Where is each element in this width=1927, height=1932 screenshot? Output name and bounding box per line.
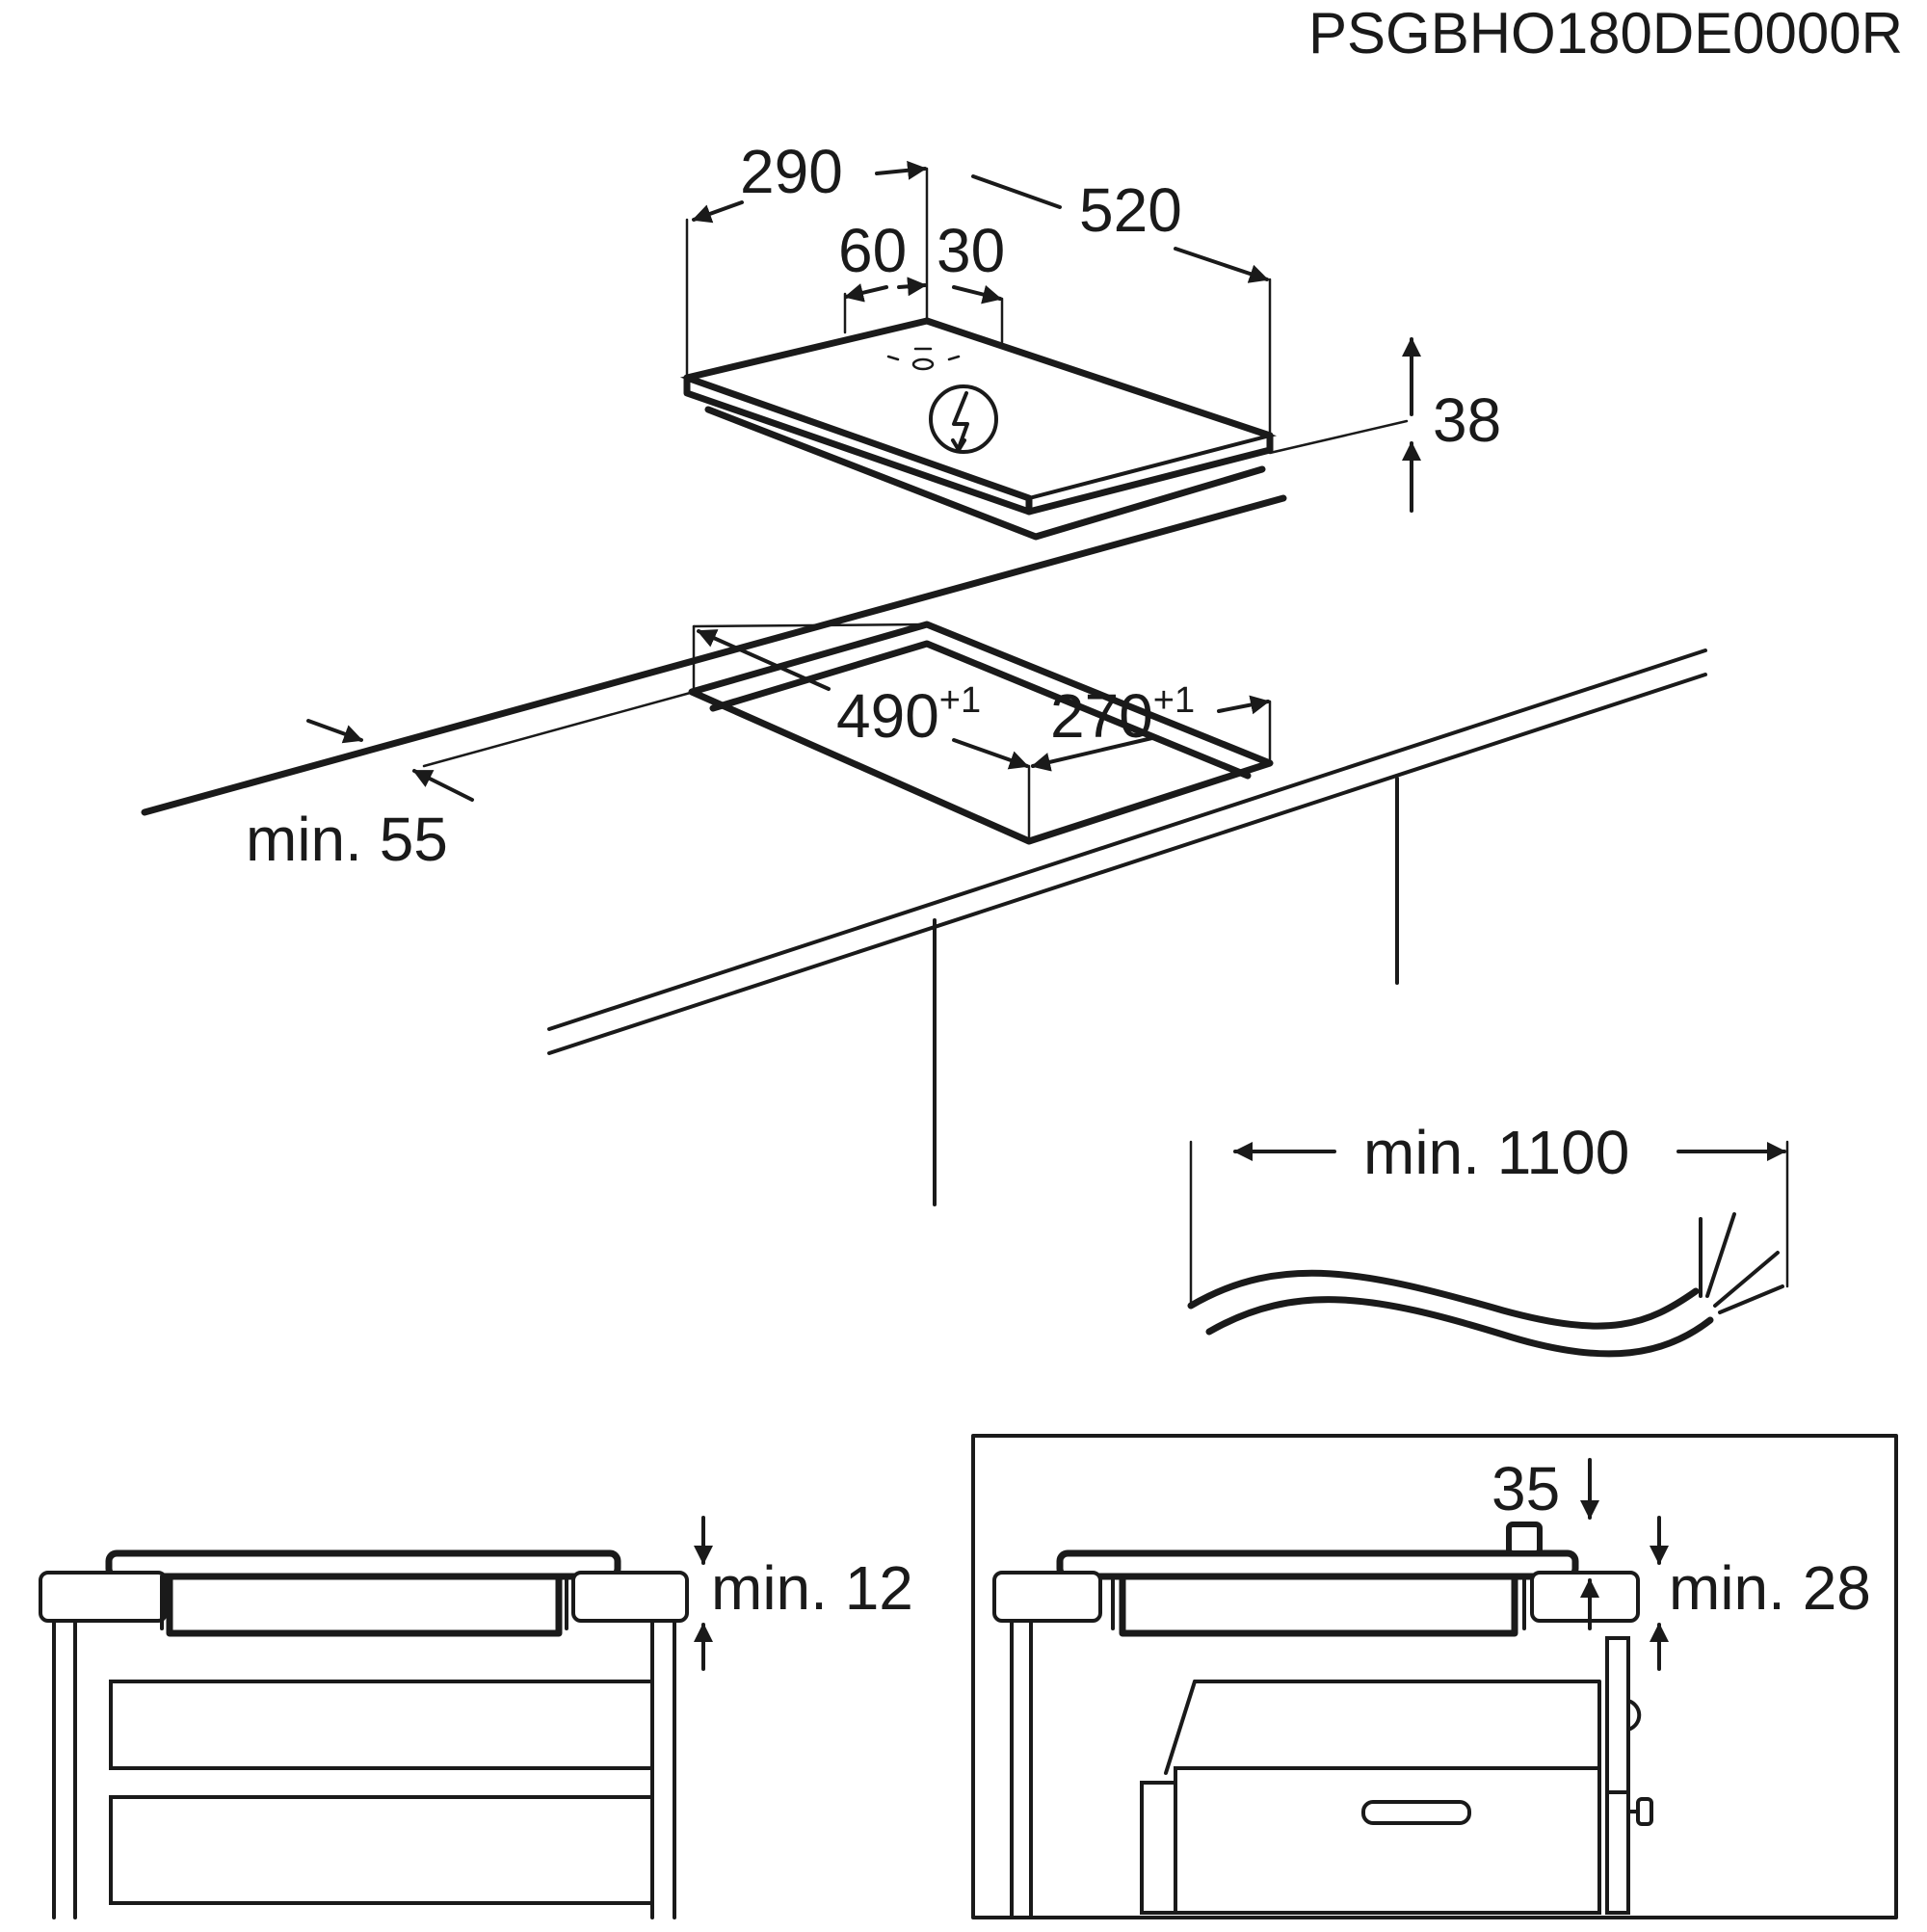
reference-code: PSGBHO180DE0000R (1308, 1, 1903, 66)
electrical-hazard-icon (929, 384, 998, 454)
cable-length-label: min. 1100 (1363, 1118, 1629, 1187)
section-left (39, 1516, 713, 1919)
hob-drawing (679, 317, 1409, 541)
hob-height-label: 38 (1433, 385, 1501, 455)
section-left-clearance-label: min. 12 (711, 1553, 913, 1623)
section-right-clearance-label: min. 28 (1669, 1553, 1871, 1623)
connector-offset-front-label: 60 (838, 216, 907, 285)
section-right-gap-label: 35 (1491, 1454, 1560, 1523)
cable-drawing (1187, 1140, 1789, 1358)
hob-width-label: 520 (1079, 175, 1182, 245)
section-right (971, 1434, 1898, 1919)
worktop-drawing (141, 494, 1707, 1206)
cutout-dimension-lines (306, 629, 1270, 802)
hob-dimension-lines (685, 160, 1421, 513)
min-distance-front-label: min. 55 (246, 805, 448, 874)
cutout-width-label: 490+1 (836, 680, 981, 751)
cutout-depth-label: 270+1 (1050, 680, 1195, 751)
hob-depth-label: 290 (740, 137, 843, 206)
connector-offset-side-label: 30 (937, 216, 1005, 285)
